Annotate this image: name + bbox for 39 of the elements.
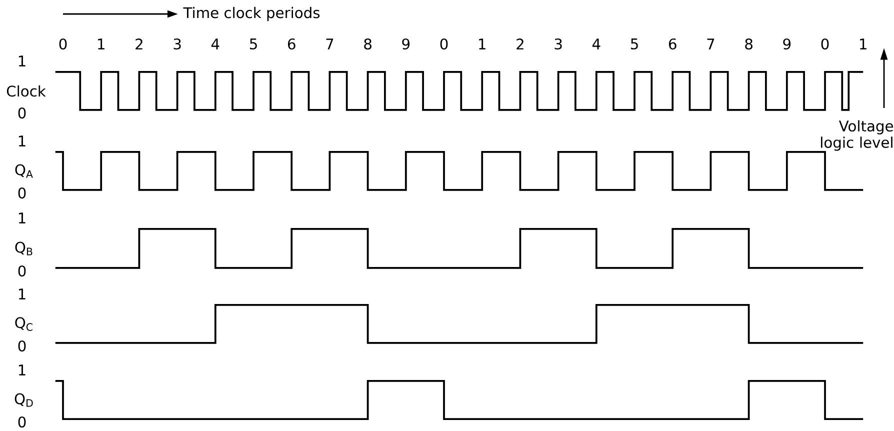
tick-number: 7 — [707, 38, 714, 50]
tick-number: 0 — [59, 38, 67, 50]
tick-number: 4 — [211, 38, 220, 50]
tick-number: 4 — [592, 38, 600, 50]
level-label: 1 — [18, 364, 26, 376]
tick-number: 6 — [288, 38, 296, 50]
level-label: 0 — [18, 187, 26, 199]
level-label: 0 — [18, 340, 26, 352]
tick-number: 1 — [860, 38, 866, 50]
level-label: 0 — [18, 416, 26, 428]
level-label: 0 — [18, 265, 26, 277]
axis-label: Voltage logic level — [821, 120, 894, 151]
level-label: 1 — [18, 288, 26, 300]
tick-number: 9 — [402, 38, 410, 50]
tick-number: 6 — [668, 38, 676, 50]
tick-number: 1 — [479, 38, 486, 50]
level-label: 1 — [18, 136, 26, 146]
tick-number: 2 — [136, 38, 142, 50]
tick-number: 0 — [440, 38, 448, 50]
tick-number: 3 — [554, 38, 562, 50]
tick-number: 8 — [745, 38, 752, 50]
signal-name: Q$_{C}$ — [15, 317, 32, 331]
tick-number: 5 — [630, 38, 638, 50]
level-label: 0 — [18, 107, 26, 119]
tick-number: 2 — [516, 38, 524, 50]
axis-label: Time clock periods — [183, 6, 320, 22]
tick-number: 8 — [364, 38, 372, 50]
tick-number: 0 — [821, 38, 829, 50]
tick-number: 3 — [174, 38, 181, 50]
signal-name: Q$_{A}$ — [15, 164, 33, 178]
signal-name: Q$_{B}$ — [15, 242, 32, 256]
tick-number: 5 — [250, 38, 257, 50]
tick-number: 9 — [783, 38, 791, 50]
tick-number: 1 — [98, 38, 104, 50]
tick-number: 7 — [326, 38, 334, 50]
level-label: 1 — [18, 56, 26, 66]
signal-name: Clock — [6, 85, 46, 97]
level-label: 1 — [18, 212, 26, 224]
signal-name: Q$_{D}$ — [14, 393, 33, 407]
